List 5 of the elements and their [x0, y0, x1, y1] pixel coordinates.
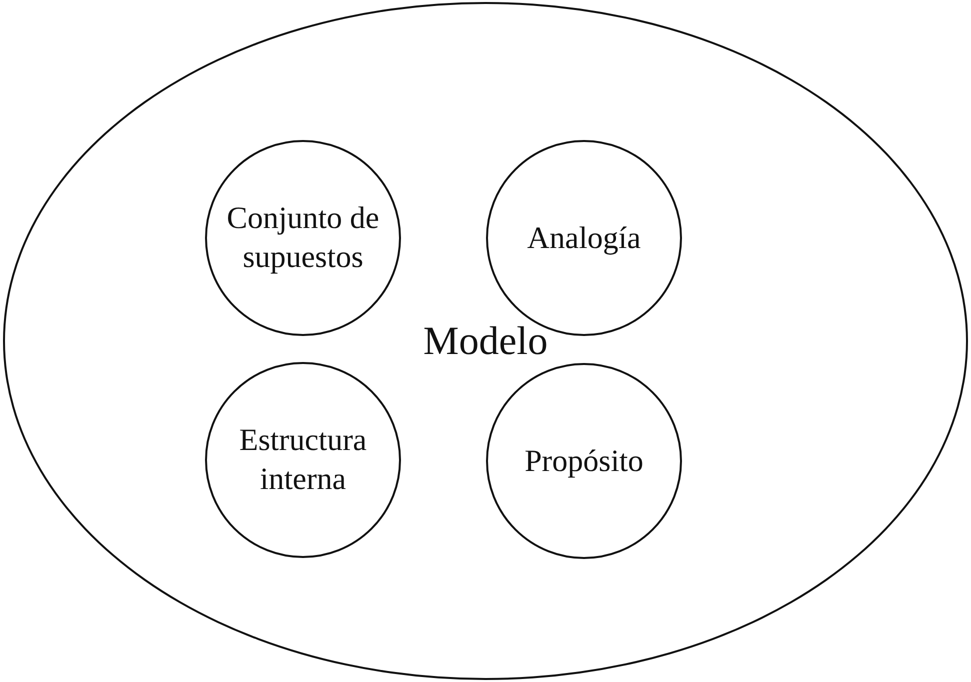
node-label: Estructura interna [238, 421, 368, 498]
node-label: Analogía [527, 218, 641, 257]
node-label: Propósito [524, 442, 644, 480]
node-label: Conjunto de supuestos [226, 199, 380, 276]
diagram-title-label: Modelo [423, 317, 548, 365]
